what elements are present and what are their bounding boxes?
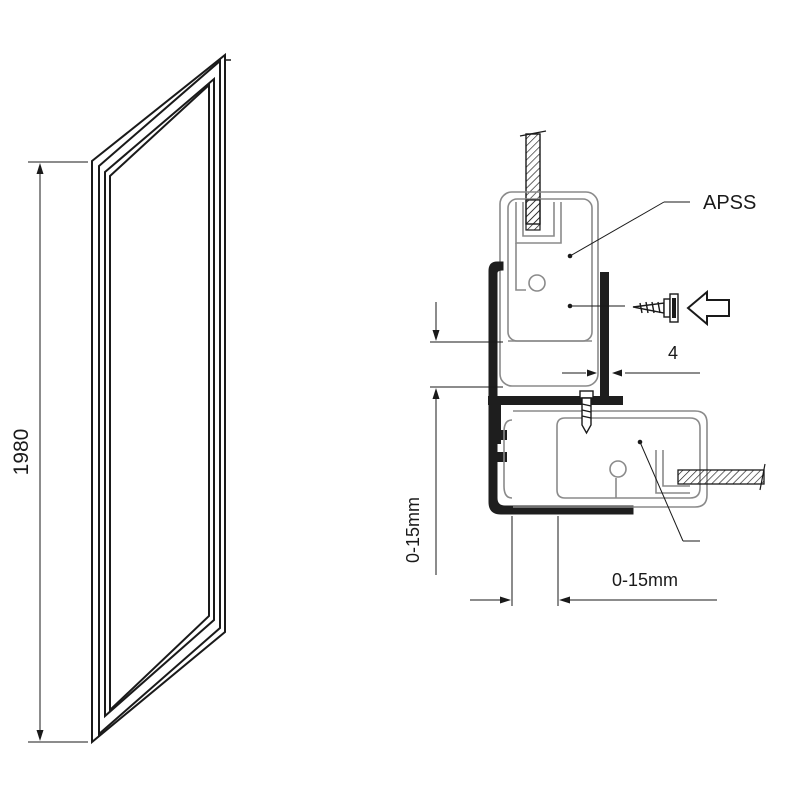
vertical-adjust-dimension [430, 302, 503, 575]
wall-section-inset [525, 199, 541, 231]
glass-panel-section [677, 463, 766, 491]
channel-rib [492, 404, 501, 444]
vertical-adjust-label: 0-15mm [403, 497, 423, 563]
leader-lines [569, 201, 700, 542]
height-dimension-label: 1980 [10, 429, 33, 476]
seal-lip-2 [497, 452, 507, 462]
height-dimension [28, 161, 88, 743]
product-code-label: APSS [703, 192, 756, 214]
panel-elevation [91, 52, 231, 745]
upper-wall-profile [499, 191, 599, 387]
crossbar-profile [488, 396, 623, 405]
lower-door-profile [503, 410, 708, 508]
lower-profile-screw-hole [609, 460, 627, 478]
arrowhead-top [36, 163, 44, 174]
horizontal-adjust-dimension [470, 516, 717, 606]
leader-dots [567, 253, 643, 445]
screw-gap-dimension [562, 369, 700, 377]
wall-channel-profile [488, 261, 634, 515]
direction-arrow-icon [686, 289, 730, 327]
upper-profile-screw-hole [528, 274, 546, 292]
arrowhead-bottom [36, 730, 44, 741]
horizontal-screw [632, 293, 679, 323]
panel-frame-outer [91, 52, 226, 745]
upright-profile [600, 272, 609, 405]
screw-gap-label: 4 [668, 343, 678, 363]
panel-frame-inner [104, 76, 215, 719]
seal-lip-1 [497, 430, 507, 440]
vertical-screw [579, 390, 594, 435]
horizontal-adjust-label: 0-15mm [612, 570, 678, 590]
